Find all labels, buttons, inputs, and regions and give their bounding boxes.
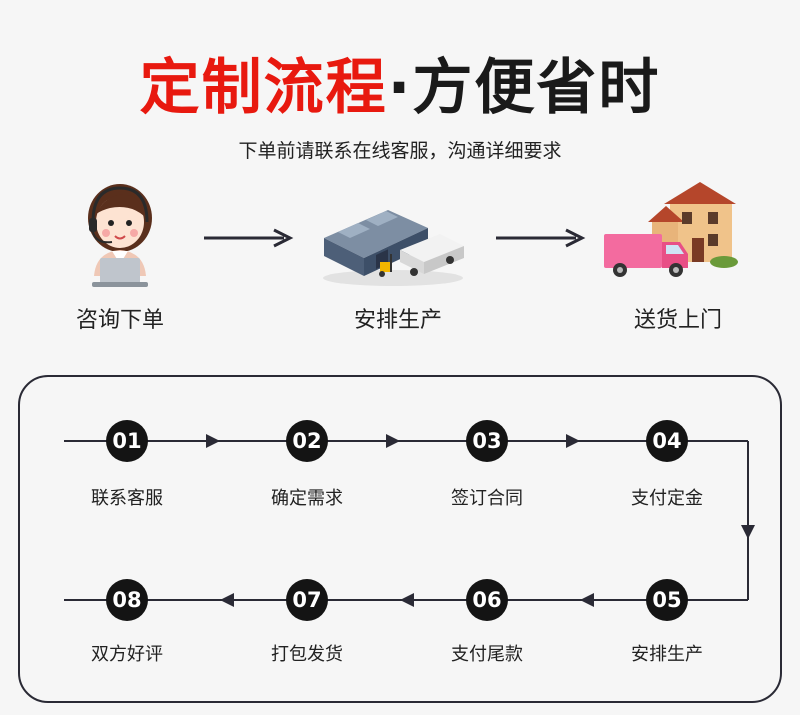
process-step-number: 05 — [646, 579, 688, 621]
process-step-label: 双方好评 — [91, 644, 163, 665]
process-step-number: 07 — [286, 579, 328, 621]
title-rest: ·方便省时 — [387, 53, 661, 123]
process-step-label: 安排生产 — [631, 644, 703, 665]
process-step-label: 打包发货 — [271, 644, 343, 665]
arrow-right-icon — [204, 228, 294, 248]
process-step-number: 04 — [646, 420, 688, 462]
arrow-right-icon — [566, 434, 580, 448]
process-step-number: 03 — [466, 420, 508, 462]
factory-icon — [318, 188, 468, 288]
arrow-right-icon — [386, 434, 400, 448]
top-step-label: 咨询下单 — [75, 308, 164, 333]
top-step-label: 安排生产 — [353, 308, 442, 333]
arrow-left-icon — [400, 593, 414, 607]
process-step-label: 支付尾款 — [451, 644, 523, 665]
process-step-number: 08 — [106, 579, 148, 621]
delivery-truck-icon — [600, 176, 740, 286]
arrow-right-icon — [206, 434, 220, 448]
process-step-label: 支付定金 — [631, 488, 703, 509]
page-title: 定制流程·方便省时 — [0, 52, 800, 124]
arrow-left-icon — [220, 593, 234, 607]
arrow-down-icon — [741, 525, 755, 539]
title-highlight: 定制流程 — [139, 53, 388, 123]
arrow-left-icon — [580, 593, 594, 607]
process-step-number: 06 — [466, 579, 508, 621]
process-step-label: 签订合同 — [451, 488, 523, 509]
top-step-label: 送货上门 — [633, 308, 722, 333]
subtitle: 下单前请联系在线客服，沟通详细要求 — [238, 140, 562, 162]
process-step-number: 01 — [106, 420, 148, 462]
process-step-number: 02 — [286, 420, 328, 462]
process-step-label: 联系客服 — [91, 488, 163, 509]
customer-service-icon — [80, 178, 160, 290]
process-step-label: 确定需求 — [271, 488, 343, 509]
arrow-right-icon — [496, 228, 586, 248]
